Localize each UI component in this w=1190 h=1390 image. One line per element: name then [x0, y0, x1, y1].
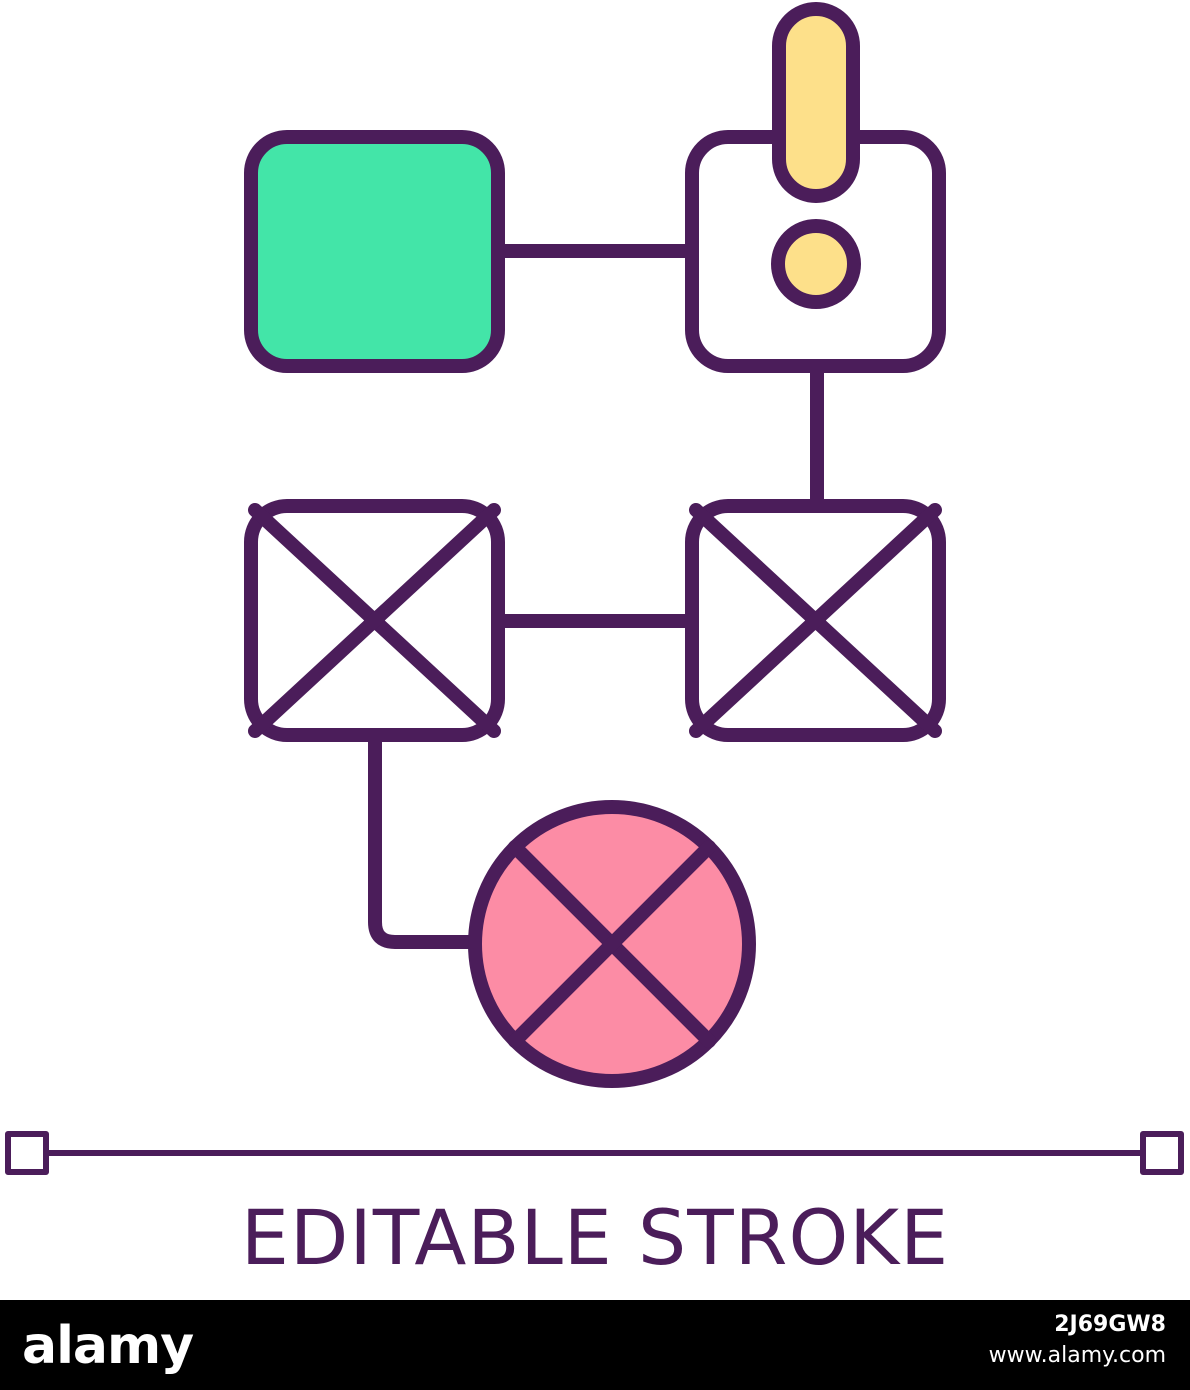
network-error-diagram	[5, 2, 1184, 1175]
alamy-logo: alamy	[22, 1316, 194, 1376]
cross-icon-right-b	[689, 503, 942, 738]
stroke-handle-left	[5, 1131, 49, 1175]
success-node	[244, 130, 505, 373]
connector-failed-left-error	[368, 729, 482, 949]
footer-bar: alamy 2J69GW8 www.alamy.com	[0, 1300, 1190, 1390]
caption-editable-stroke: EDITABLE STROKE	[240, 1193, 950, 1282]
cross-icon-left-b	[248, 503, 501, 738]
stroke-handle-right	[1140, 1131, 1184, 1175]
cross-icon-error-b	[508, 840, 716, 1048]
footer-meta: 2J69GW8 www.alamy.com	[989, 1312, 1166, 1368]
exclamation-icon-dot	[771, 219, 861, 309]
exclamation-icon-bar	[772, 2, 860, 203]
site-url: www.alamy.com	[988, 1343, 1166, 1368]
image-id: 2J69GW8	[1054, 1312, 1166, 1337]
